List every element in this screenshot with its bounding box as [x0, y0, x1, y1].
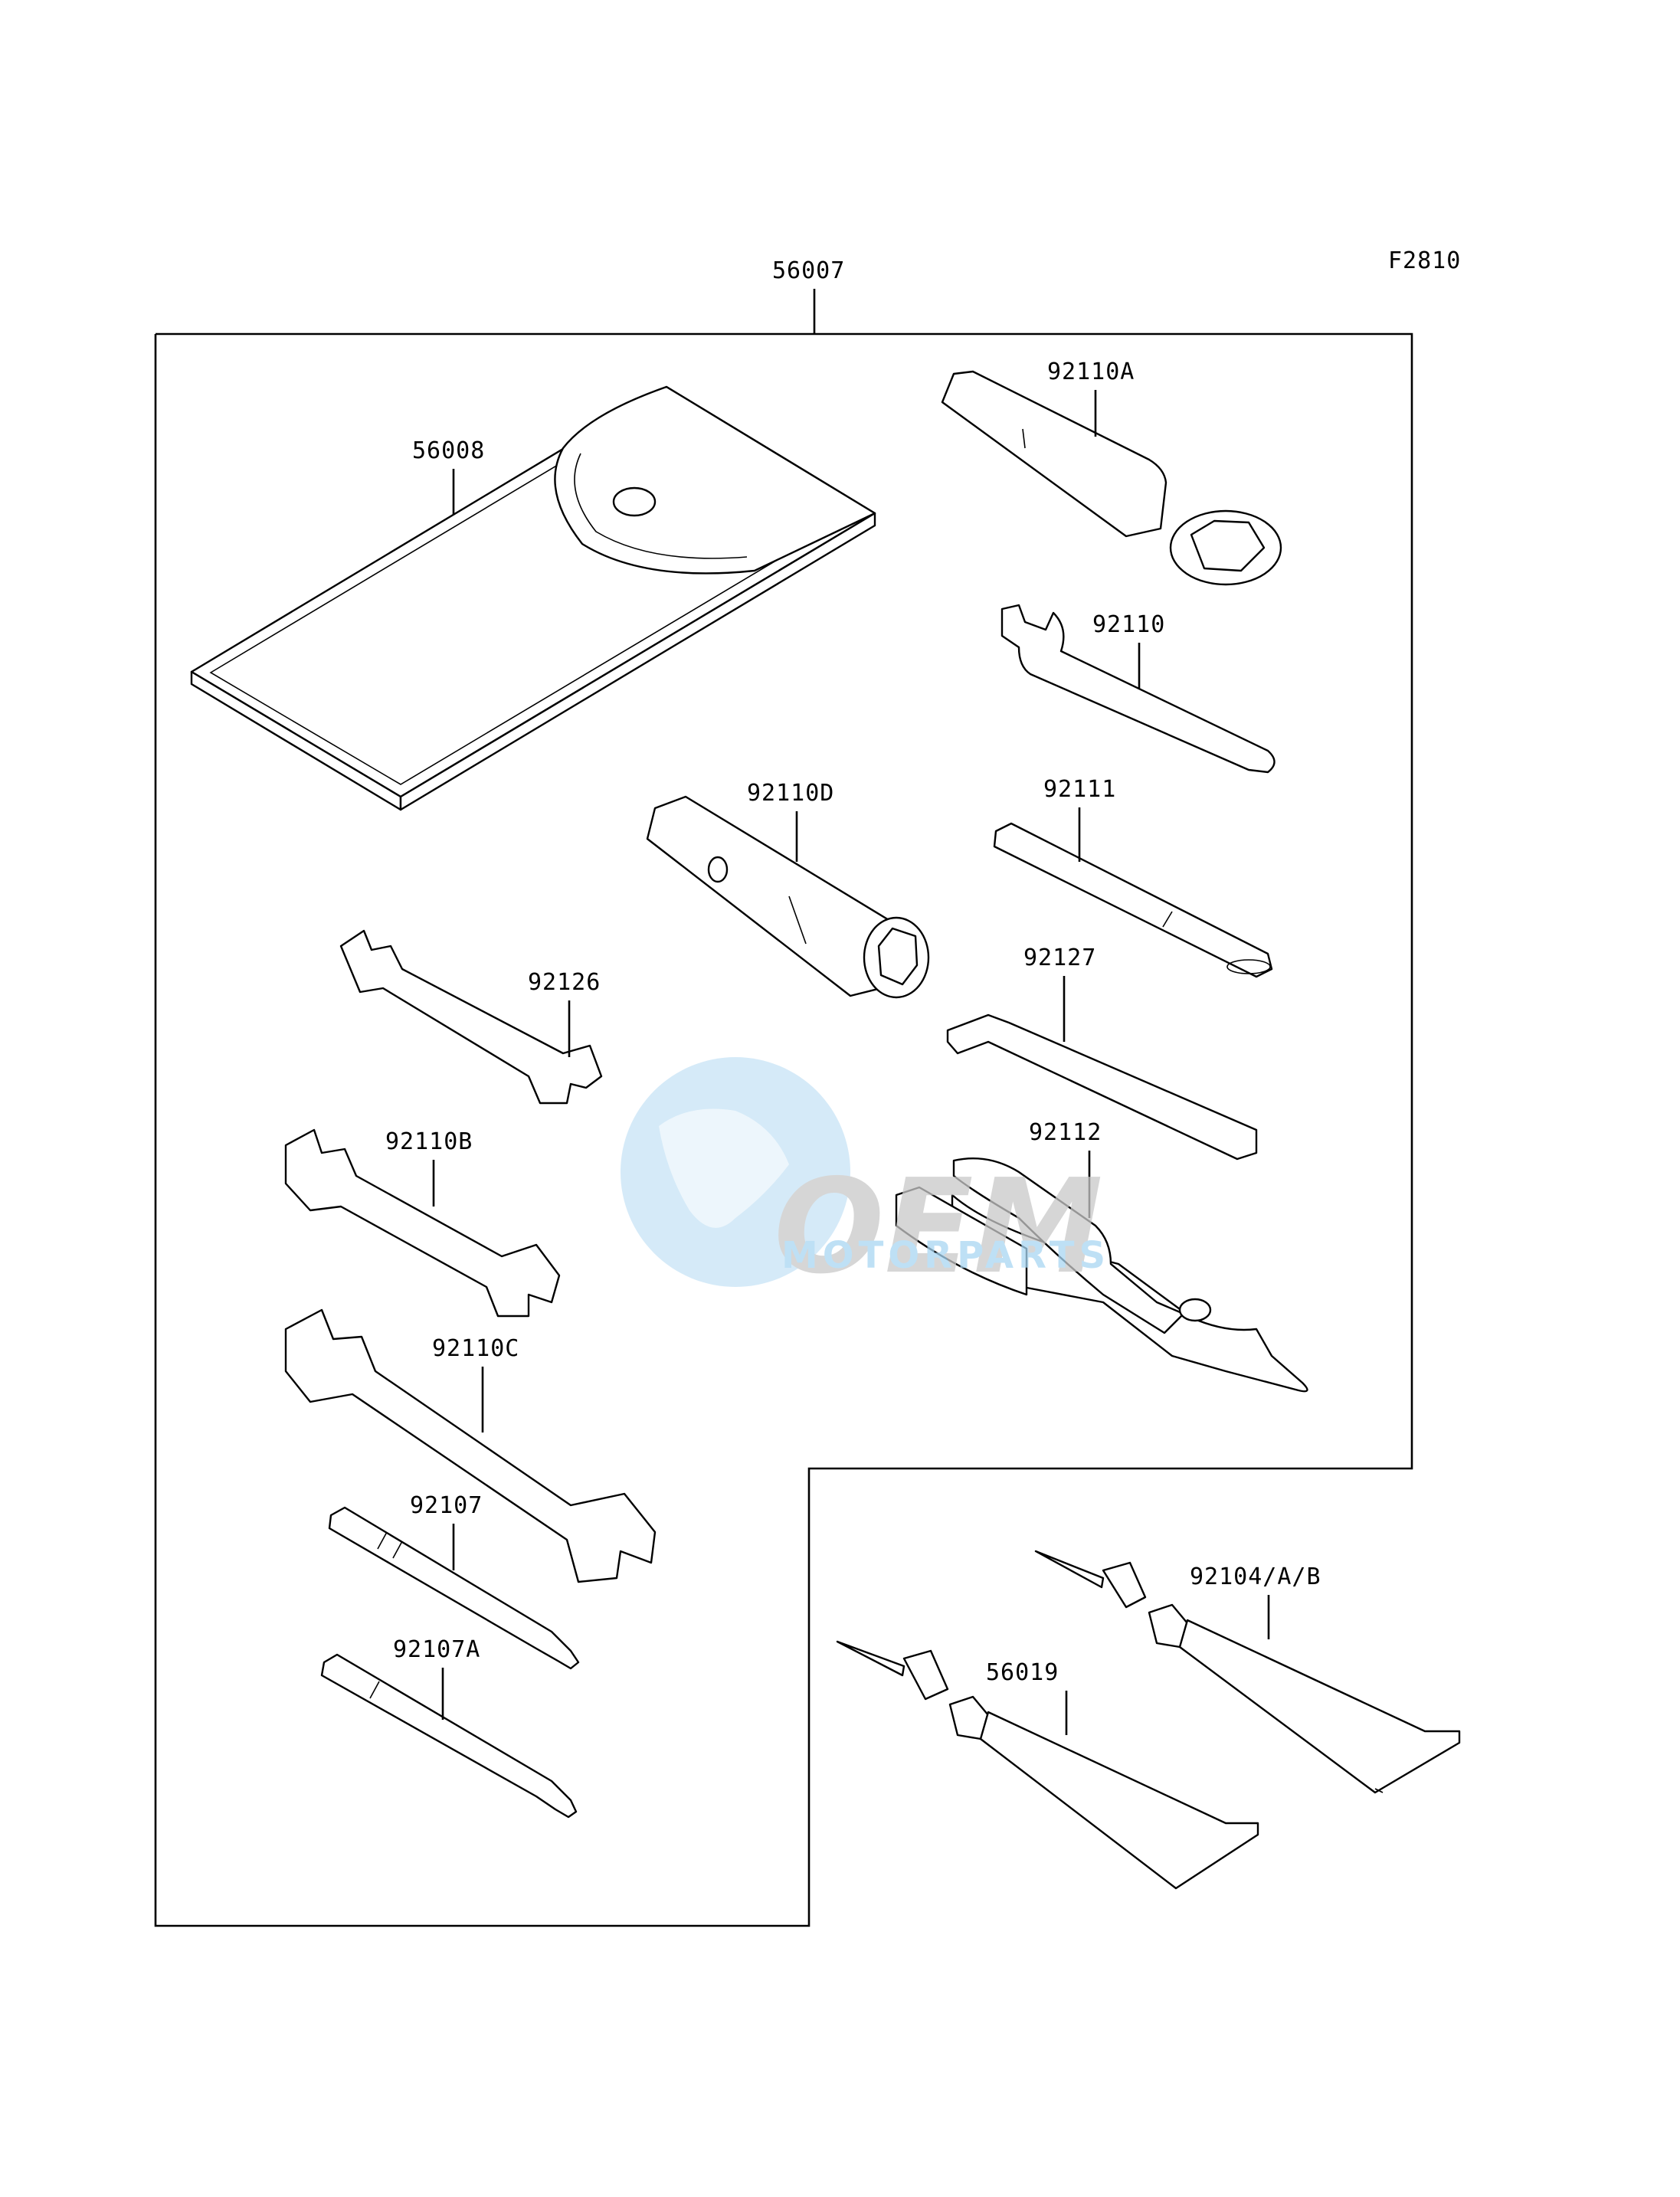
label-56008: 56008 [412, 437, 485, 464]
label-92111: 92111 [1043, 776, 1116, 803]
small-wrench [339, 929, 603, 1105]
pliers [895, 1157, 1308, 1393]
label-92112: 92112 [1029, 1119, 1102, 1146]
extension-bar [993, 822, 1273, 978]
grease-tube [836, 1640, 1259, 1890]
label-92110: 92110 [1092, 611, 1165, 638]
plug-wrench [646, 795, 930, 999]
tool-pouch [190, 385, 876, 811]
label-92127: 92127 [1023, 945, 1096, 971]
open-wrench-b [284, 1128, 561, 1318]
kit-outline [154, 332, 1413, 1927]
watermark: OEM MOTORPARTS [621, 1057, 1110, 1303]
screwdriver-a [320, 1653, 578, 1819]
label-92107: 92107 [410, 1492, 483, 1519]
label-92110C: 92110C [432, 1335, 519, 1362]
label-56019: 56019 [986, 1659, 1059, 1686]
watermark-subtext: MOTORPARTS [781, 1234, 1110, 1277]
label-92107A: 92107A [393, 1636, 480, 1663]
grease-tube-b [1034, 1550, 1461, 1794]
watermark-text: OEM [774, 1151, 1103, 1303]
label-92110D: 92110D [747, 780, 834, 807]
label-92110B: 92110B [385, 1128, 473, 1155]
label-92110A: 92110A [1047, 359, 1135, 385]
ring-wrench [941, 370, 1282, 586]
label-92126: 92126 [528, 969, 601, 996]
screwdriver [328, 1506, 580, 1670]
figure-code: F2810 [1388, 247, 1461, 274]
open-wrench-c [284, 1308, 657, 1583]
label-56007: 56007 [772, 257, 845, 284]
label-92104AB: 92104/A/B [1190, 1563, 1321, 1590]
hex-key [946, 1013, 1258, 1161]
